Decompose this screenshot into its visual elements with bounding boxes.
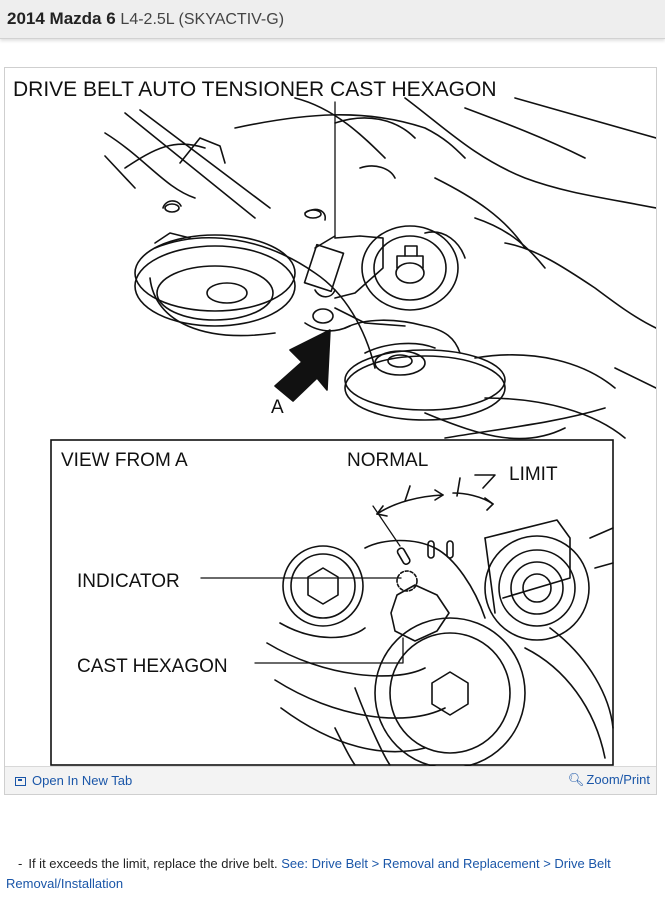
engine-spec: L4-2.5L (SKYACTIV-G) bbox=[120, 11, 285, 28]
limit-label: LIMIT bbox=[509, 464, 558, 485]
view-arrow-label: A bbox=[271, 397, 284, 418]
removal-installation-link[interactable]: See: Drive Belt > Removal and Replacemen… bbox=[6, 856, 611, 891]
note-text: If it exceeds the limit, replace the dri… bbox=[28, 856, 278, 871]
page-header: 2014 Mazda 6 L4-2.5L (SKYACTIV-G) bbox=[0, 0, 665, 39]
new-tab-icon bbox=[15, 777, 26, 786]
zoom-print-link[interactable]: 🔍︎Zoom/Print bbox=[568, 772, 650, 788]
cast-hexagon-label: CAST HEXAGON bbox=[77, 656, 228, 677]
magnifier-icon: 🔍︎ bbox=[567, 772, 585, 787]
vehicle-name: 2014 Mazda 6 bbox=[7, 9, 116, 28]
figure-toolbar: Open In New Tab 🔍︎Zoom/Print bbox=[5, 766, 656, 794]
procedure-note: -If it exceeds the limit, replace the dr… bbox=[6, 854, 660, 894]
note-bullet: - bbox=[18, 856, 23, 871]
vehicle-title: 2014 Mazda 6 L4-2.5L (SKYACTIV-G) bbox=[7, 9, 284, 29]
tensioner-diagram: DRIVE BELT AUTO TENSIONER CAST HEXAGON A bbox=[13, 78, 656, 766]
inset-heading: VIEW FROM A bbox=[61, 450, 188, 471]
open-in-new-tab-label: Open In New Tab bbox=[32, 773, 133, 788]
diagram-title-label: DRIVE BELT AUTO TENSIONER CAST HEXAGON bbox=[13, 78, 497, 101]
diagram-figure: DRIVE BELT AUTO TENSIONER CAST HEXAGON A bbox=[4, 67, 657, 795]
indicator-label: INDICATOR bbox=[77, 571, 180, 592]
zoom-print-label: Zoom/Print bbox=[586, 772, 650, 787]
inset-view-a: VIEW FROM A NORMAL LIMIT INDICATOR CAST … bbox=[50, 439, 614, 766]
normal-label: NORMAL bbox=[347, 450, 428, 471]
open-in-new-tab-link[interactable]: Open In New Tab bbox=[15, 773, 132, 788]
